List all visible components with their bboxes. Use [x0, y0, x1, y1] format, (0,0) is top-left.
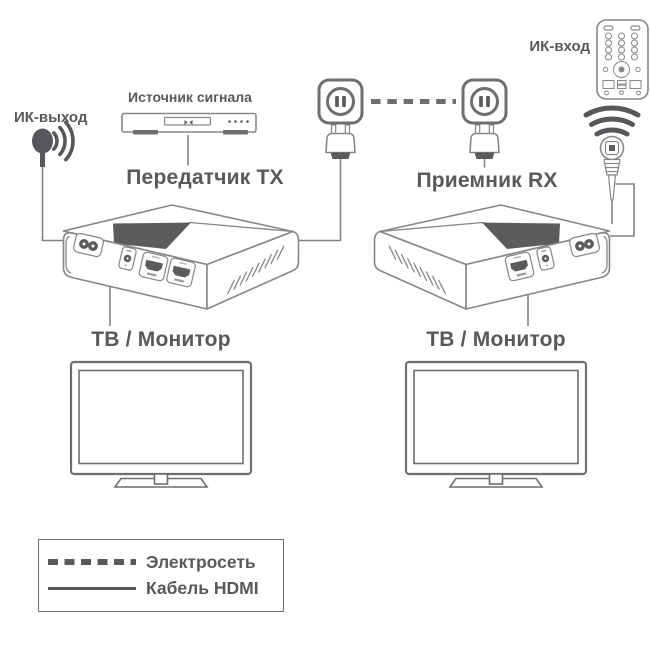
remote-control-icon — [596, 19, 649, 100]
ir-out-icon — [32, 120, 75, 167]
tx-device-icon — [64, 205, 299, 309]
cable-plug-to-tx — [298, 159, 342, 242]
power-outlet-left-icon — [317, 78, 364, 125]
ir-receiver-icon — [599, 135, 625, 224]
legend-item-hdmi: Кабель HDMI — [48, 577, 283, 599]
tv-label-right: ТВ / Монитор — [426, 328, 566, 351]
tv-right-icon — [404, 360, 588, 489]
rx-device-icon — [375, 205, 610, 309]
tv-left-icon — [69, 360, 253, 489]
signal-source-icon — [121, 112, 257, 135]
ir-in-label: ИК-вход — [529, 38, 590, 55]
legend-item-mains: Электросеть — [48, 551, 283, 573]
legend-solid-sample — [48, 586, 136, 590]
power-outlet-right-icon — [461, 78, 508, 125]
ir-waves-icon — [583, 105, 641, 137]
cable-ir-in-to-rx — [610, 183, 635, 237]
legend-dashed-label: Электросеть — [146, 551, 256, 572]
legend-box: Электросеть Кабель HDMI — [38, 539, 284, 612]
legend-dashed-sample — [48, 559, 136, 565]
power-plug-left-icon — [325, 124, 356, 160]
power-plug-right-icon — [469, 124, 500, 160]
cable-ir-out-to-tx — [41, 166, 64, 242]
tx-device-label: Передатчик TX — [126, 166, 284, 189]
source-label: Источник сигнала — [128, 89, 252, 105]
ir-out-label: ИК-выход — [14, 109, 88, 126]
legend-solid-label: Кабель HDMI — [146, 577, 259, 598]
rx-device-label: Приемник RX — [416, 169, 558, 192]
tv-label-left: ТВ / Монитор — [91, 328, 231, 351]
